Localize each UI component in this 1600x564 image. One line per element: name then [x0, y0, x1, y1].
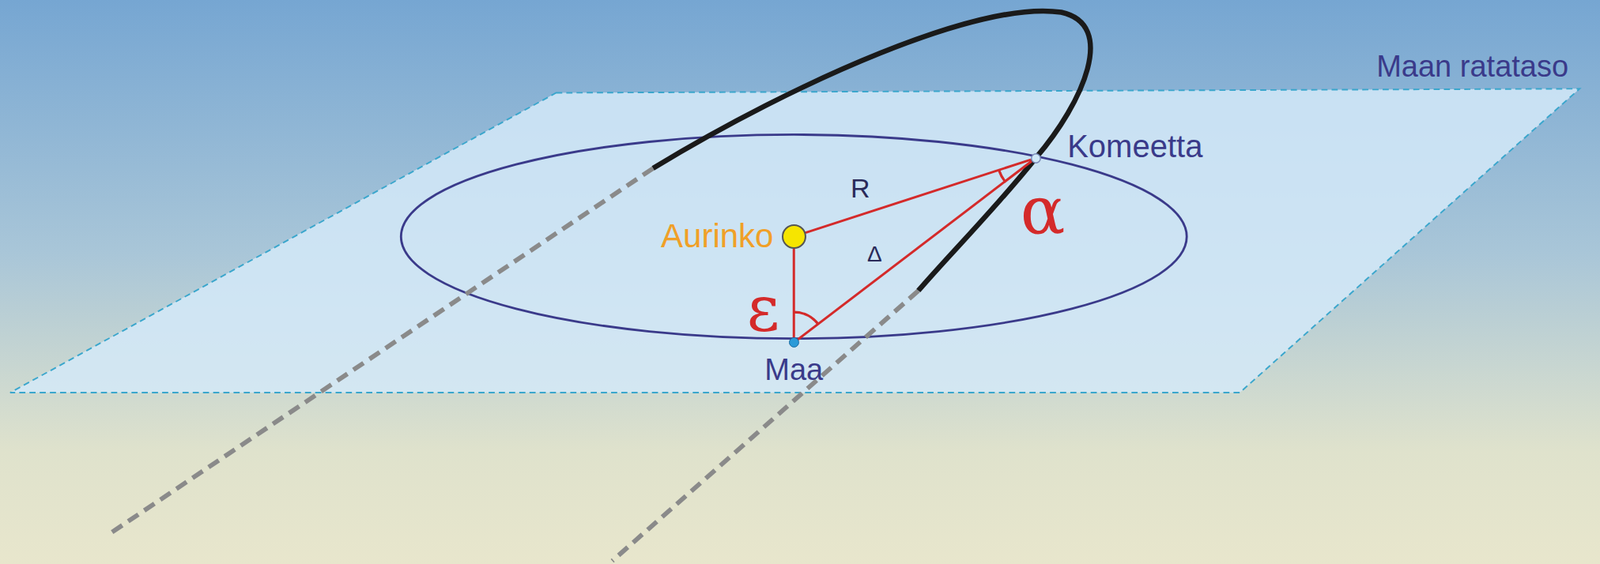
comet-orbit [652, 11, 1091, 291]
angle-arc [793, 312, 819, 325]
sun-circle: Aurinko [781, 224, 807, 250]
node-shape [781, 224, 807, 250]
edge-label: R [850, 173, 871, 204]
sightline [805, 159, 1031, 234]
angle-arc [999, 170, 1006, 182]
edge-label: Δ [867, 242, 883, 268]
earth-dot: Maa [788, 337, 800, 348]
orbital-plane [10, 88, 1580, 393]
angle-label: ε [747, 274, 780, 344]
node-shape [788, 337, 800, 348]
earth-orbit [400, 134, 1187, 339]
angle-label: α [1020, 174, 1066, 248]
comet-dot [1030, 153, 1040, 163]
comet-dot: Komeetta [1030, 153, 1042, 164]
comet-orbit-below [107, 168, 654, 536]
plane-label: Maan ratataso [1376, 50, 1569, 84]
node-shape [1030, 153, 1042, 164]
node-label: Maa [764, 354, 823, 388]
sightline [792, 249, 796, 338]
sightline [797, 161, 1032, 340]
sun-circle [782, 225, 806, 249]
node-label: Aurinko [660, 218, 774, 255]
node-label: Komeetta [1067, 128, 1203, 164]
earth-dot [788, 338, 799, 348]
